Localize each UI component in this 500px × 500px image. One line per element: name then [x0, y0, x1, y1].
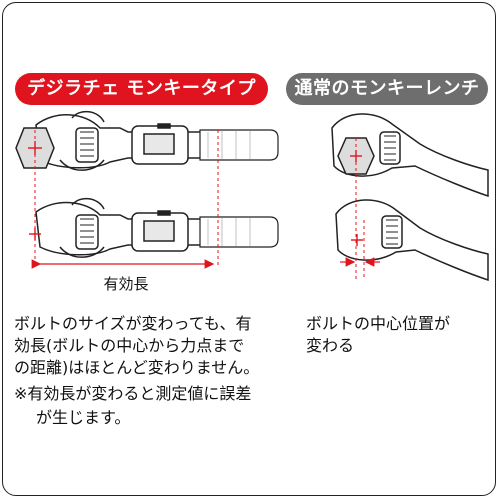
monkey-wrench-bottom — [335, 199, 489, 282]
monkey-wrench-top — [331, 113, 489, 198]
digirache-title: デジラチェ モンキータイプ — [15, 73, 268, 105]
normal-wrench-title: 通常のモンキーレンチ — [286, 73, 488, 105]
note-line-2: が生じます。 — [36, 408, 131, 427]
digital-wrench-top — [35, 110, 279, 171]
left-description-line-2: 効長(ボルトの中心から力点まで — [14, 336, 245, 355]
note-line-1: ※有効長が変わると測定値に誤差 — [14, 384, 252, 403]
bolt-center-mark-4 — [351, 234, 363, 246]
left-description-line-1: ボルトのサイズが変わっても、有 — [14, 314, 252, 333]
left-description-line-3: の距離)はほとんど変わりません。 — [14, 358, 260, 377]
effective-length-label: 有効長 — [103, 275, 148, 293]
right-description-line-1: ボルトの中心位置が — [306, 314, 451, 333]
right-description-line-2: 変わる — [306, 336, 355, 355]
digital-wrench-bottom — [35, 197, 279, 258]
